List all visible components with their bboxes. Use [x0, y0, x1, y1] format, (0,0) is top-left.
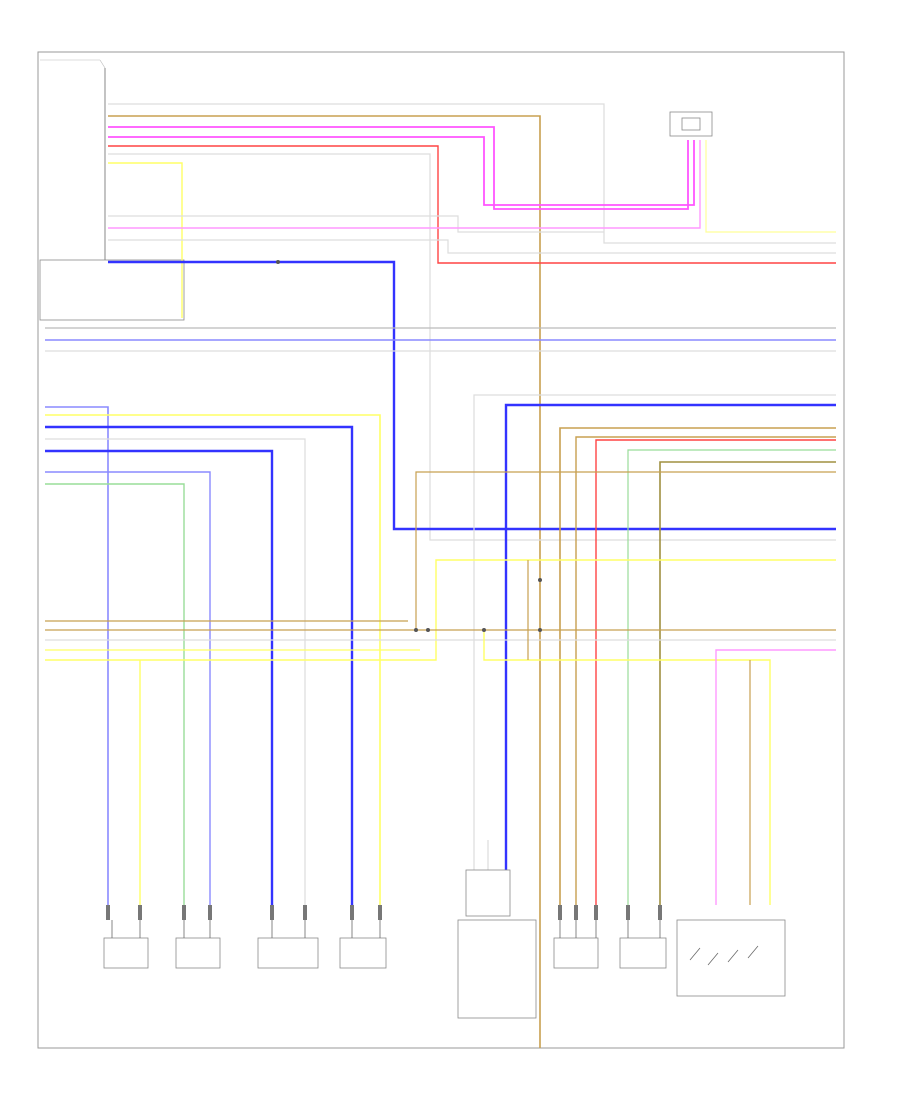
wire-olive-1 [108, 162, 183, 318]
wire-yellow-top [705, 140, 836, 233]
wire-blue-left [45, 425, 354, 905]
wire-red-right [595, 439, 836, 905]
wire-olive-right [559, 427, 836, 905]
bottom-module-4 [339, 920, 387, 969]
wire-blue-1 [108, 260, 836, 531]
splice-dot [482, 628, 486, 632]
left-connector-strip [39, 59, 185, 321]
splice-dot [426, 628, 430, 632]
splice-dot [538, 578, 542, 582]
splice-dot [414, 628, 418, 632]
top-harness-wires [108, 103, 836, 1048]
wire-olive-right-2 [659, 461, 836, 905]
wire-blue-right [504, 403, 836, 905]
wire-gray-2 [108, 153, 836, 541]
right-switch-module [676, 919, 786, 997]
lower-bus-wires [45, 560, 836, 905]
wire-yellow-right [45, 559, 836, 661]
wire-gray-1 [108, 103, 836, 244]
bus-wire-7 [715, 649, 836, 905]
splice-dot [538, 628, 542, 632]
diagram-frame [37, 51, 845, 1049]
module-pins [106, 905, 662, 920]
bus-wire-6 [483, 630, 771, 905]
wire-gray-right [473, 394, 836, 905]
wire-green-right [627, 449, 836, 905]
bottom-module-5 [553, 920, 599, 969]
wire-red-1 [108, 145, 836, 264]
pass-through-wires [45, 327, 836, 352]
wire-lightblue-left [45, 406, 109, 905]
left-group-wires [45, 406, 381, 905]
bottom-module-3 [257, 920, 319, 969]
center-module [457, 869, 537, 1019]
wire-blue-left-2 [45, 449, 274, 905]
bottom-module-1 [103, 920, 149, 969]
splice-points [276, 260, 542, 632]
wire-yellow-left [45, 414, 381, 905]
splice-dot [276, 260, 280, 264]
right-group-wires [45, 394, 836, 905]
wire-magenta-1 [108, 126, 689, 210]
wire-gray-left [45, 438, 306, 905]
wire-tan-right [575, 436, 836, 905]
wire-green-left [45, 483, 185, 905]
wire-gray-3 [108, 215, 604, 233]
bottom-module-6 [619, 920, 667, 969]
sensor-module [669, 111, 713, 137]
bottom-module-2 [175, 920, 221, 969]
wire-magenta-2 [108, 136, 695, 206]
wire-pink-1 [108, 140, 701, 229]
wire-lightblue-left-2 [45, 471, 211, 905]
wire-gray-4 [108, 239, 836, 254]
wire-tan-1 [108, 115, 541, 1048]
wire-tan-right-2 [415, 471, 836, 630]
